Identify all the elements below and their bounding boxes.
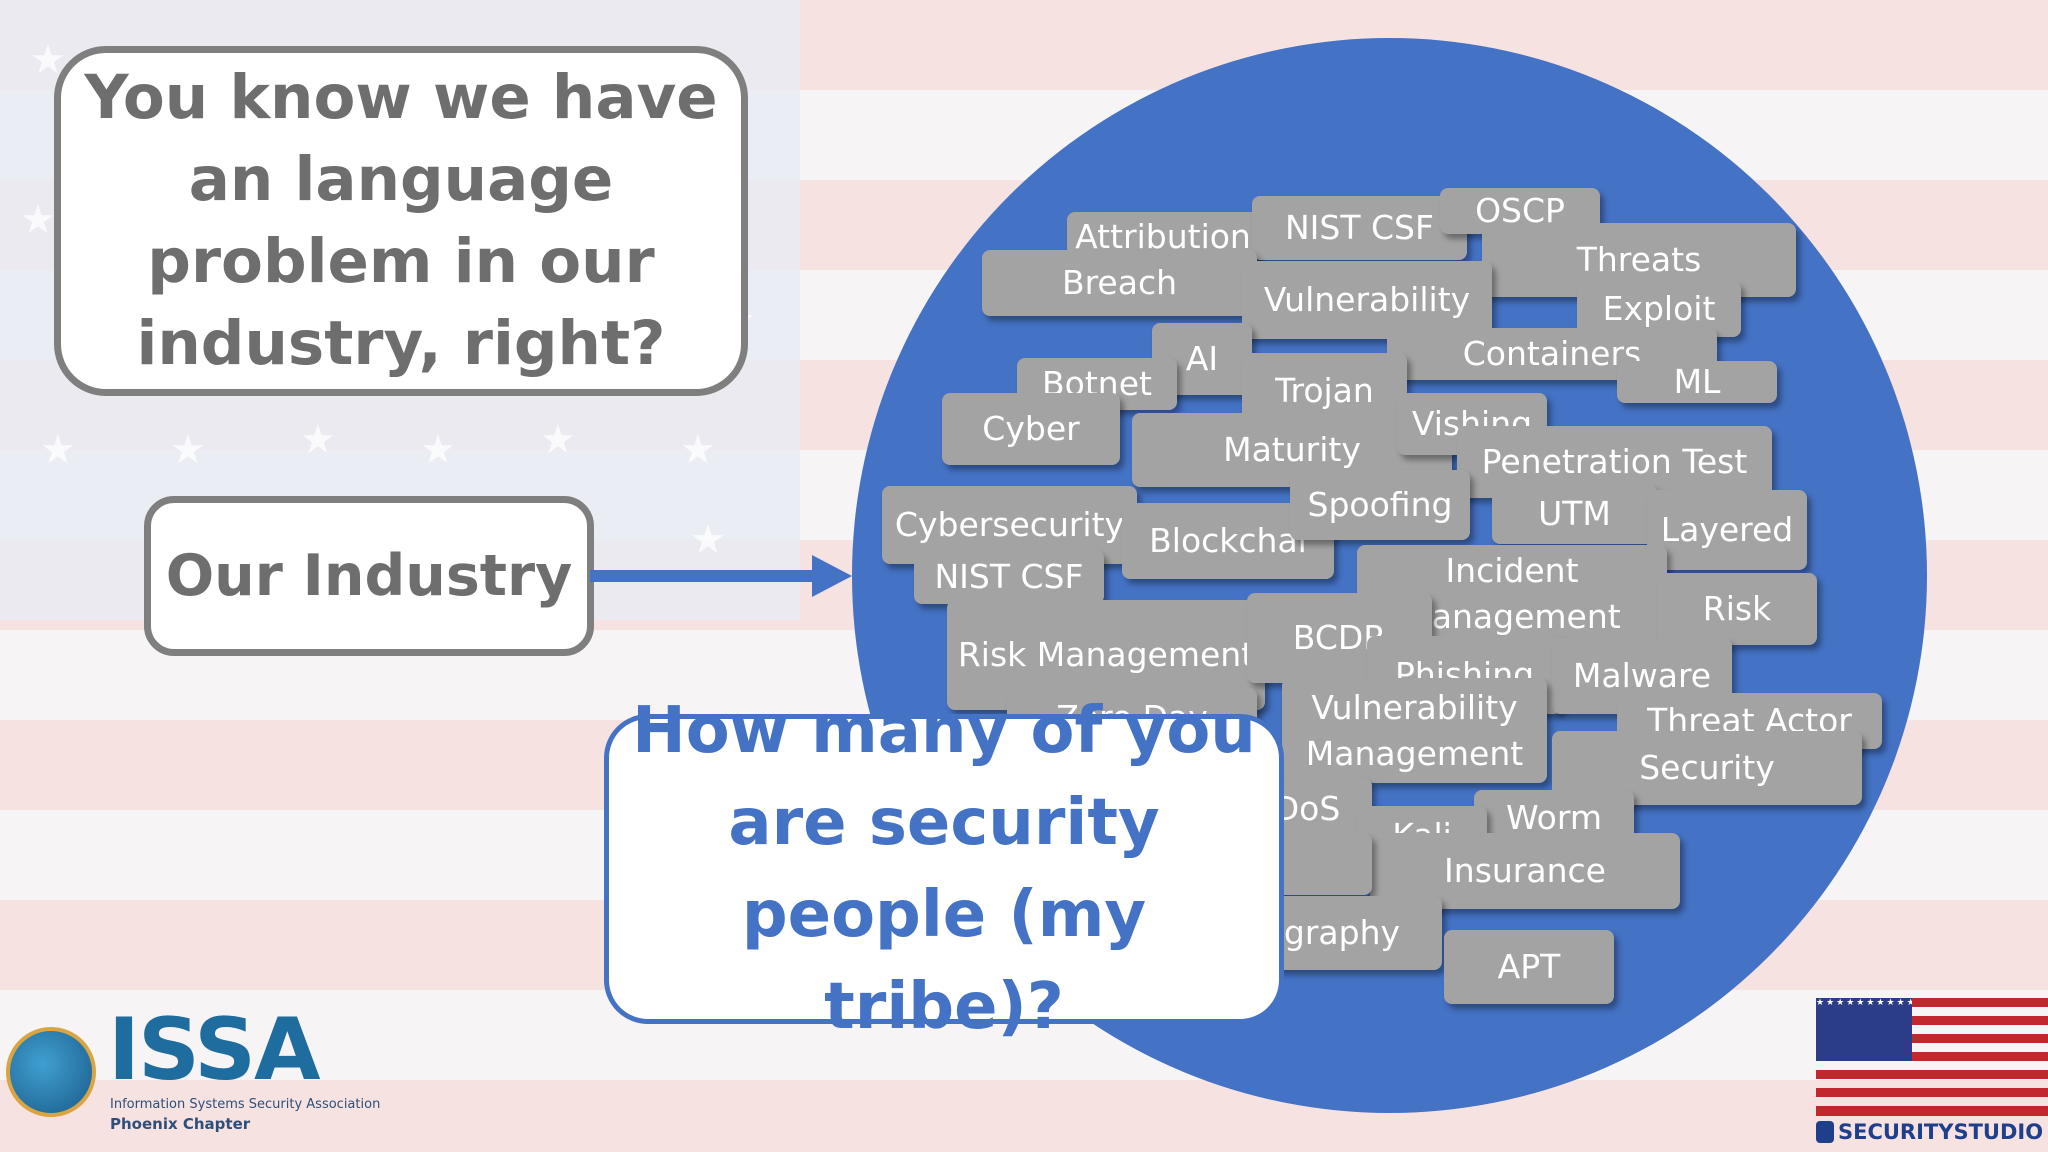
term-cyber: Cyber — [942, 393, 1120, 465]
arrow-right-icon — [590, 570, 820, 582]
issa-logo: ISSA Information Systems Security Associ… — [0, 1007, 380, 1145]
language-question-callout: You know we have an language problem in … — [54, 46, 748, 396]
us-flag-icon: ★★★★★★★★★★★★★★★★★★★★★★★★★★★★★★★★★★★★★★★★… — [1816, 998, 2048, 1116]
term-exploit: Exploit — [1577, 281, 1741, 337]
star-icon: ★ — [690, 517, 726, 563]
securitystudio-logo: ★★★★★★★★★★★★★★★★★★★★★★★★★★★★★★★★★★★★★★★★… — [1816, 998, 2048, 1148]
tribe-question-text: How many of you are security people (my … — [632, 694, 1256, 1044]
arrow-head-icon — [812, 555, 852, 597]
term-blockchain: Blockchai — [1122, 503, 1334, 579]
term-risk: Risk — [1657, 573, 1817, 645]
star-icon: ★ — [420, 427, 456, 473]
issa-full-name: Information Systems Security Association — [110, 1097, 381, 1112]
star-icon: ★ — [40, 427, 76, 473]
term-vulnerability: Vulnerability — [1242, 261, 1492, 339]
star-icon: ★ — [20, 197, 56, 243]
star-icon: ★ — [300, 417, 336, 463]
shield-icon — [1816, 1121, 1834, 1143]
securitystudio-wordmark: SECURITYSTUDIO — [1816, 1118, 2048, 1146]
term-malware: Malware — [1552, 638, 1732, 714]
star-icon: ★ — [680, 427, 716, 473]
term-ml: ML — [1617, 361, 1777, 403]
term-utm: UTM — [1492, 484, 1657, 544]
jargon-circle: Attribution NIST CSF OSCP Breach Threats… — [852, 38, 1927, 1113]
language-question-text: You know we have an language problem in … — [84, 62, 718, 379]
star-icon: ★ — [170, 427, 206, 473]
globe-icon — [6, 1027, 96, 1117]
term-nist-csf-2: NIST CSF — [914, 550, 1104, 604]
term-layered: Layered — [1647, 490, 1807, 570]
flag-stars-icon: ★★★★★★★★★★★★★★★★★★★★★★★★★★★★★★★★★★★★★★★★… — [1816, 998, 1912, 1061]
term-spoofing: Spoofing — [1290, 470, 1470, 540]
securitystudio-name: SECURITYSTUDIO — [1838, 1120, 2044, 1144]
issa-chapter: Phoenix Chapter — [110, 1115, 251, 1133]
background-stripe — [0, 1080, 2048, 1152]
term-breach: Breach — [982, 250, 1257, 316]
tribe-question-callout: How many of you are security people (my … — [604, 694, 1284, 1044]
industry-callout: Our Industry — [144, 496, 594, 656]
industry-label: Our Industry — [165, 543, 573, 609]
term-vulnerability-management: Vulnerability Management — [1282, 678, 1547, 783]
term-nist-csf: NIST CSF — [1252, 196, 1467, 260]
issa-wordmark: ISSA — [108, 1000, 321, 1100]
star-icon: ★ — [540, 417, 576, 463]
term-apt: APT — [1444, 930, 1614, 1004]
